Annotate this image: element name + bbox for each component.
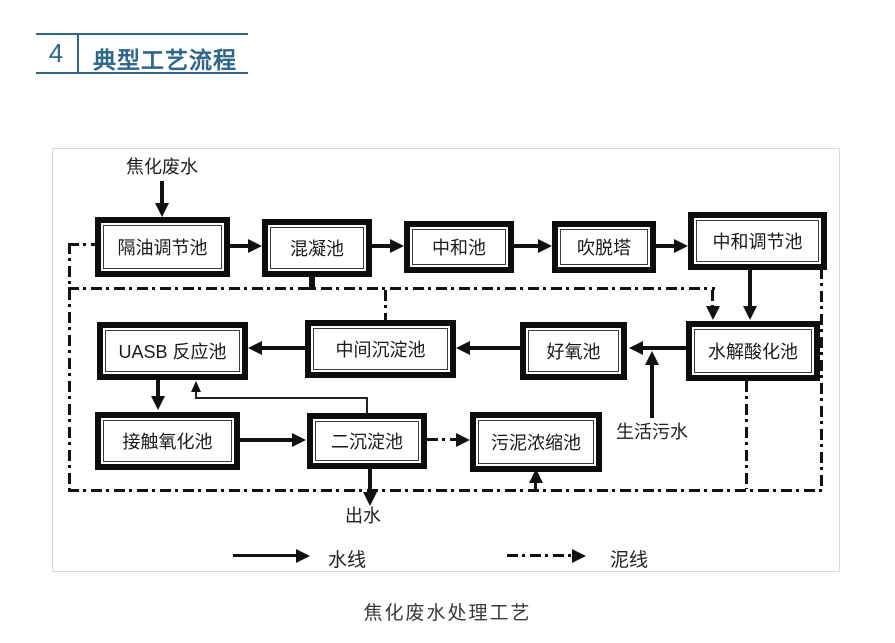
header-rule-bottom: [36, 72, 248, 74]
legend-sludge-arrowhead-icon: [572, 549, 586, 563]
header-divider: [77, 33, 79, 74]
inlet-arrowhead-icon: [155, 203, 169, 217]
legend-sludge-label: 泥线: [610, 550, 649, 571]
water-arrowhead-icon: [456, 341, 470, 355]
node-oil-separation-regulating: 隔油调节池: [95, 217, 230, 277]
section-title: 典型工艺流程: [93, 47, 237, 73]
effluent-arrowhead-icon: [363, 492, 377, 506]
node-neutralization-regulating: 中和调节池: [688, 212, 827, 270]
node-stripping-tower: 吹脱塔: [552, 221, 656, 273]
label-effluent: 出水: [345, 506, 381, 526]
sludge-line: [534, 480, 537, 490]
node-coagulation: 混凝池: [262, 219, 372, 277]
node-label: UASB 反应池: [118, 342, 227, 362]
node-neutralization: 中和池: [404, 221, 514, 273]
sludge-connector: [309, 275, 315, 290]
node-label: 水解酸化池: [708, 342, 798, 362]
water-arrowhead-icon: [248, 239, 262, 253]
sludge-line: [68, 287, 715, 290]
sludge-arrowhead-icon: [529, 469, 543, 483]
node-secondary-sedimentation: 二沉淀池: [307, 413, 427, 469]
water-arrow-shaft: [260, 346, 305, 350]
header-rule-top: [36, 33, 248, 35]
node-label: 好氧池: [546, 342, 601, 362]
inlet-arrow-shaft: [160, 181, 164, 205]
recirculation-line: [196, 397, 368, 399]
water-arrow-shaft: [240, 438, 294, 442]
node-label: 中间沉淀池: [335, 340, 426, 360]
recirculation-arrowhead-icon: [191, 381, 201, 392]
sludge-line: [68, 489, 824, 492]
water-arrow-shaft: [656, 244, 676, 248]
sewage-arrow-shaft: [650, 362, 654, 418]
node-sludge-thickening: 污泥浓缩池: [470, 412, 602, 472]
node-contact-oxidation: 接触氧化池: [95, 412, 240, 470]
water-arrowhead-icon: [292, 433, 306, 447]
legend-water-label: 水线: [328, 550, 367, 571]
sludge-line: [68, 243, 71, 492]
sludge-arrow-shaft: [427, 438, 459, 441]
water-arrowhead-icon: [629, 341, 643, 355]
node-label: 二沉淀池: [331, 432, 403, 452]
label-domestic-sewage: 生活污水: [616, 422, 688, 442]
label-coking-wastewater: 焦化废水: [126, 157, 198, 177]
water-arrowhead-icon: [538, 239, 552, 253]
node-aerobic: 好氧池: [520, 322, 627, 380]
sludge-line: [820, 268, 823, 489]
water-arrow-shaft: [514, 244, 540, 248]
node-uasb-reactor: UASB 反应池: [97, 322, 248, 380]
sludge-line: [384, 290, 387, 320]
effluent-arrow-shaft: [368, 469, 372, 495]
node-label: 隔油调节池: [117, 238, 208, 258]
sludge-line: [68, 243, 95, 246]
water-arrowhead-icon: [390, 239, 404, 253]
water-arrowhead-icon: [248, 341, 262, 355]
recirculation-line: [366, 399, 368, 414]
recirculation-line: [195, 391, 197, 399]
legend-water-arrowhead-icon: [296, 549, 310, 563]
water-arrowhead-icon: [151, 396, 165, 410]
node-label: 吹脱塔: [577, 238, 631, 258]
legend-water-arrow-shaft: [233, 554, 299, 557]
sludge-arrowhead-icon: [456, 433, 470, 447]
water-arrow-shaft: [641, 346, 686, 350]
water-arrowhead-icon: [674, 239, 688, 253]
node-label: 接触氧化池: [122, 432, 213, 452]
node-intermediate-sedimentation: 中间沉淀池: [305, 320, 456, 378]
sewage-arrowhead-icon: [645, 351, 659, 365]
node-label: 污泥浓缩池: [491, 433, 581, 453]
sludge-line: [711, 290, 714, 309]
water-arrowhead-icon: [743, 306, 757, 320]
water-arrow-shaft: [156, 380, 160, 398]
node-label: 中和池: [432, 238, 486, 258]
node-hydrolysis-acidification: 水解酸化池: [686, 321, 820, 381]
node-label: 中和调节池: [712, 232, 803, 252]
water-arrow-shaft: [748, 270, 752, 308]
sludge-line: [745, 381, 748, 489]
water-arrow-shaft: [230, 244, 250, 248]
legend-sludge-arrow-shaft: [507, 554, 575, 557]
figure-caption: 焦化废水处理工艺: [363, 603, 532, 624]
node-label: 混凝池: [290, 239, 344, 259]
sludge-arrowhead-icon: [706, 306, 720, 320]
section-number: 4: [48, 38, 64, 68]
water-arrow-shaft: [372, 244, 392, 248]
water-arrow-shaft: [468, 346, 520, 350]
